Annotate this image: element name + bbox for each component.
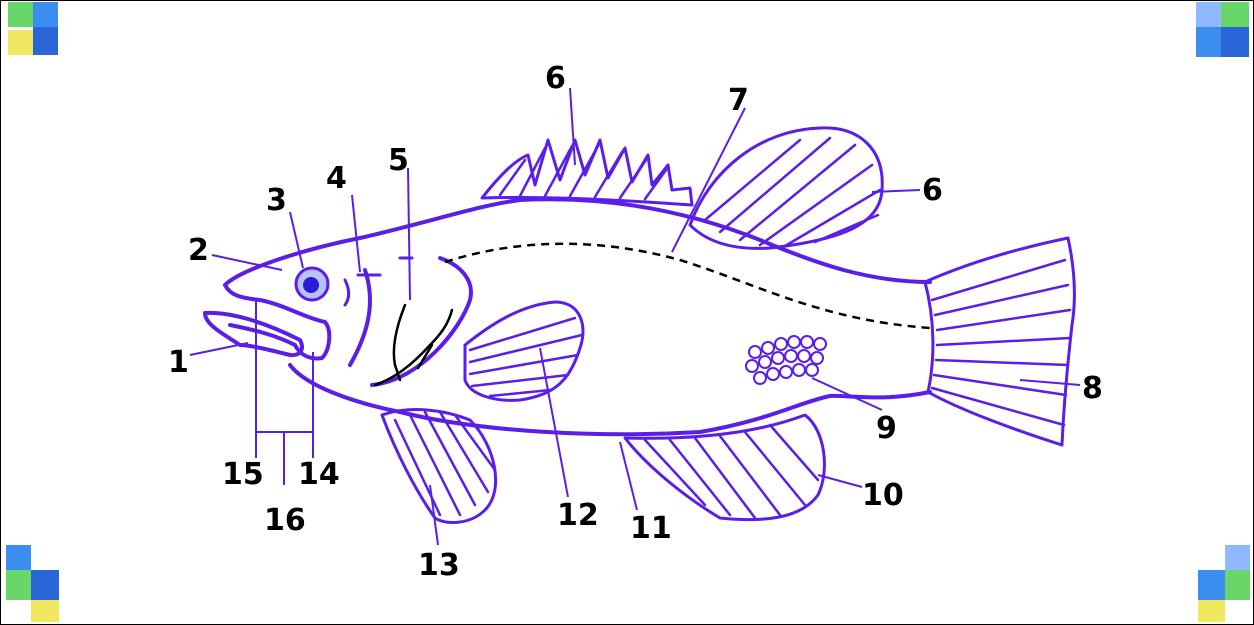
pupil — [303, 277, 319, 293]
label-8: 8 — [1082, 371, 1103, 406]
label-14: 14 — [298, 457, 340, 492]
label-10: 10 — [862, 478, 904, 513]
spiny-dorsal-fin — [482, 140, 692, 205]
pectoral-fin — [465, 302, 583, 400]
label-5: 5 — [388, 143, 409, 178]
label-9: 9 — [876, 411, 897, 446]
label-4: 4 — [326, 161, 347, 196]
caudal-fin — [925, 238, 1074, 445]
label-6-soft-dorsal: 6 — [922, 173, 943, 208]
label-15: 15 — [222, 457, 264, 492]
label-12: 12 — [557, 498, 599, 533]
label-3: 3 — [266, 183, 287, 218]
scale-patch — [746, 336, 826, 384]
anal-fin — [625, 415, 824, 520]
label-7: 7 — [728, 83, 749, 118]
soft-dorsal-fin — [690, 128, 882, 249]
label-1: 1 — [168, 345, 189, 380]
label-2: 2 — [188, 233, 209, 268]
label-6-spiny-dorsal: 6 — [545, 61, 566, 96]
label-11: 11 — [630, 511, 672, 546]
label-13: 13 — [418, 548, 460, 583]
label-16: 16 — [264, 503, 306, 538]
